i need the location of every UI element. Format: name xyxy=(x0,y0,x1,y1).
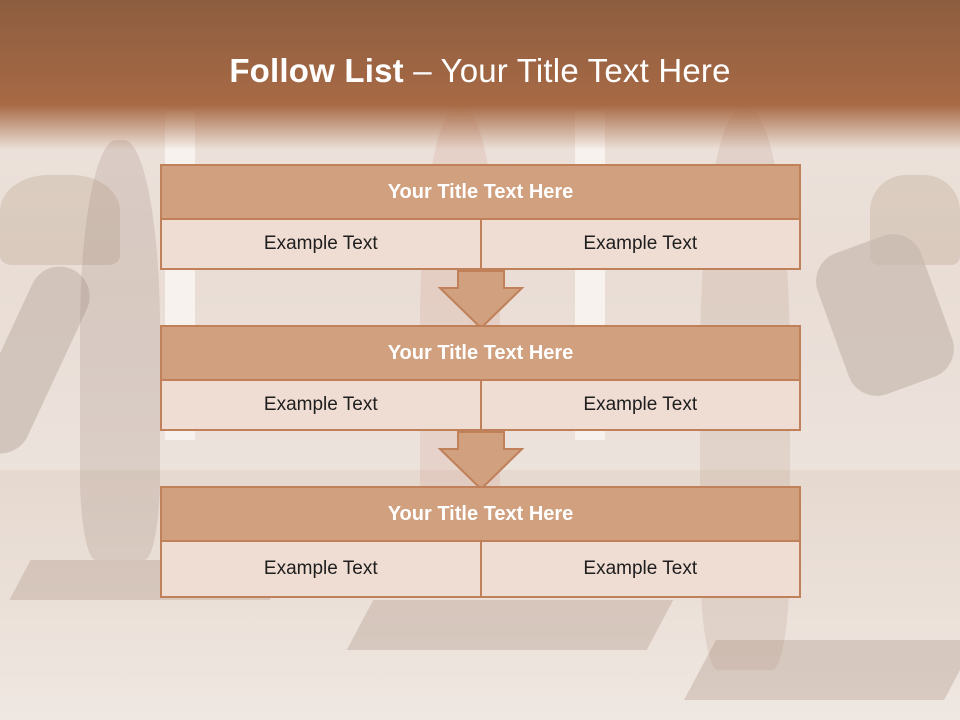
down-arrow-icon xyxy=(438,270,524,330)
step-left-text: Example Text xyxy=(160,542,482,598)
step-title: Your Title Text Here xyxy=(160,164,801,220)
step-left-text: Example Text xyxy=(160,381,482,431)
down-arrow-icon xyxy=(438,431,524,491)
header-band xyxy=(0,0,960,150)
step-block-1: Your Title Text Here Example Text Exampl… xyxy=(160,164,801,270)
step-block-3: Your Title Text Here Example Text Exampl… xyxy=(160,486,801,598)
step-right-text: Example Text xyxy=(481,381,801,431)
title-bold: Follow List xyxy=(229,52,404,89)
step-right-text: Example Text xyxy=(481,220,801,270)
slide-title: Follow List – Your Title Text Here xyxy=(0,52,960,90)
step-left-text: Example Text xyxy=(160,220,482,270)
step-right-text: Example Text xyxy=(481,542,801,598)
step-block-2: Your Title Text Here Example Text Exampl… xyxy=(160,325,801,431)
step-title: Your Title Text Here xyxy=(160,325,801,381)
step-title: Your Title Text Here xyxy=(160,486,801,542)
title-rest: – Your Title Text Here xyxy=(403,52,731,89)
